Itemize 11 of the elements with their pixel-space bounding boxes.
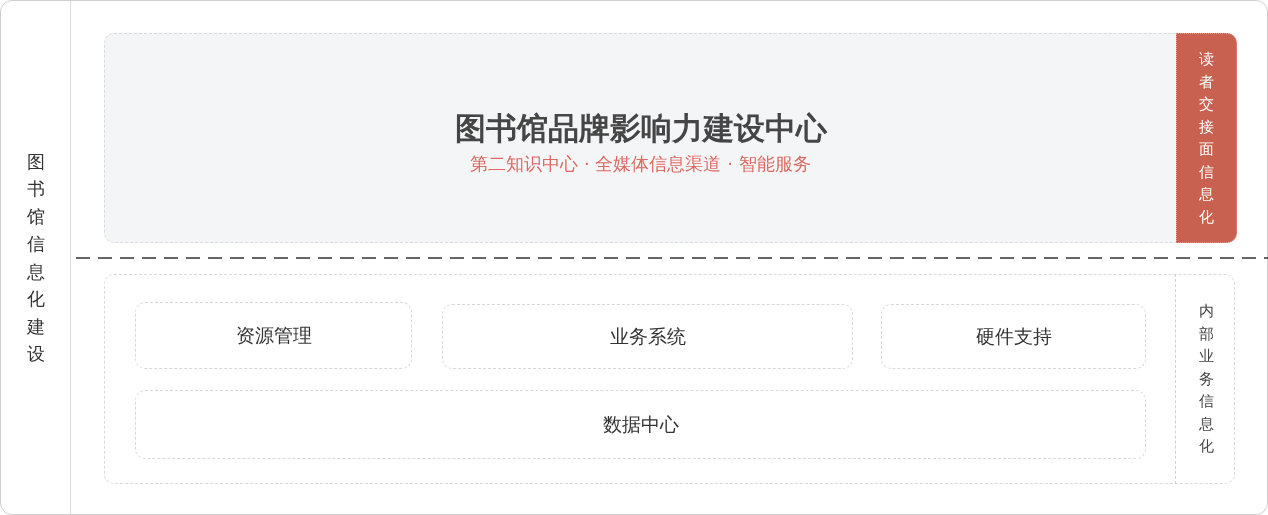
side-tab: 内部业务信息化	[1175, 274, 1236, 484]
module-box: 业务系统	[442, 304, 853, 369]
module-box: 资源管理	[135, 302, 412, 369]
vertical-heading: 图书馆信息化建设	[25, 149, 46, 366]
module-box: 数据中心	[135, 390, 1146, 459]
panel-title: 图书馆品牌影响力建设中心	[454, 109, 827, 148]
layer-panel	[104, 274, 1235, 484]
panel-subtitle: 第二知识中心 · 全媒体信息渠道 · 智能服务	[470, 152, 811, 176]
banner-panel	[104, 33, 1235, 243]
side-tab: 读者交接面信息化	[1176, 33, 1237, 243]
module-box: 硬件支持	[881, 304, 1146, 369]
